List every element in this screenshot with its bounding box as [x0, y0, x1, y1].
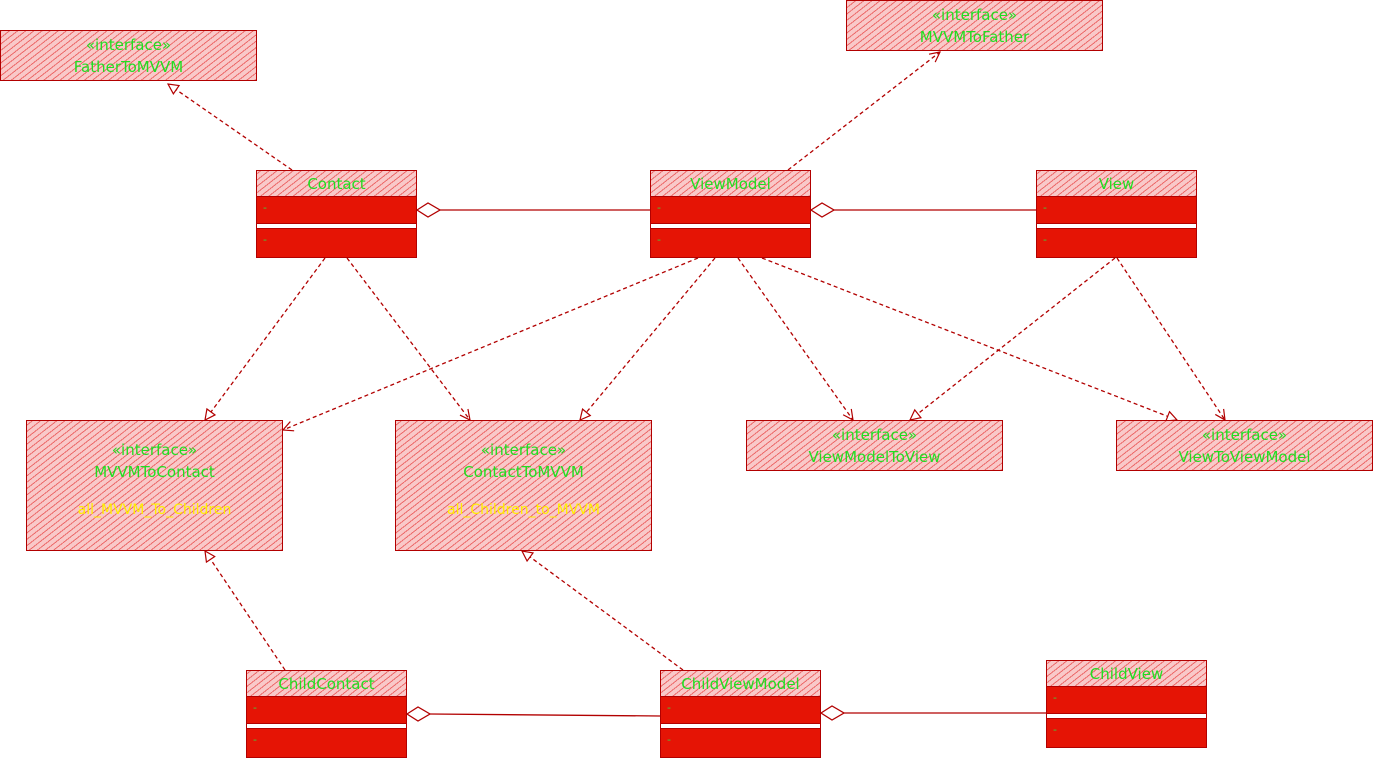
interface-mvvm-to-father[interactable]: «interface» MVVMToFather	[846, 0, 1103, 51]
interface-name: ContactToMVVM	[463, 463, 584, 481]
stereotype-label: «interface»	[85, 36, 172, 54]
class-name: Contact	[257, 171, 416, 197]
class-viewmodel[interactable]: ViewModel - -	[650, 170, 811, 258]
edge-viewmodel-realizes-view-to-viewmodel	[761, 257, 1177, 420]
interface-viewmodel-to-view[interactable]: «interface» ViewModelToView	[746, 420, 1003, 471]
edge-child-contact-realizes-mvvm-to-contact	[205, 551, 286, 671]
stereotype-label: «interface»	[1201, 426, 1288, 444]
class-attribute: -	[253, 701, 257, 714]
class-operation: -	[657, 233, 661, 246]
class-attribute: -	[657, 201, 661, 214]
edge-viewmodel-realizes-contact-to-mvvm	[580, 257, 716, 420]
class-contact[interactable]: Contact - -	[256, 170, 417, 258]
class-name: ViewModel	[651, 171, 810, 197]
class-operation: -	[1053, 723, 1057, 736]
stereotype-label: «interface»	[480, 441, 567, 459]
class-divider	[651, 223, 810, 229]
edge-contact-realizes-mvvm-to-contact	[205, 257, 326, 420]
class-attribute: -	[1043, 201, 1047, 214]
class-name: View	[1037, 171, 1196, 197]
edge-view-realizes-viewmodel-to-view	[910, 257, 1116, 420]
class-name: ChildContact	[247, 671, 406, 697]
interface-note: all_Children_to_MVVM	[447, 502, 600, 518]
interface-name: ViewModelToView	[808, 448, 941, 466]
class-divider	[247, 723, 406, 729]
class-child-contact[interactable]: ChildContact - -	[246, 670, 407, 758]
aggregation-diamond-viewmodel	[809, 202, 836, 218]
class-name: ChildView	[1047, 661, 1206, 687]
interface-note: all_MVVM_To_Children	[77, 502, 232, 518]
class-divider	[1047, 713, 1206, 719]
stereotype-label: «interface»	[111, 441, 198, 459]
edge-child-viewmodel-realizes-contact-to-mvvm	[522, 551, 684, 671]
class-operation: -	[1043, 233, 1047, 246]
class-attribute: -	[263, 201, 267, 214]
class-operation: -	[667, 733, 671, 746]
class-child-view[interactable]: ChildView - -	[1046, 660, 1207, 748]
interface-contact-to-mvvm[interactable]: «interface» ContactToMVVM all_Children_t…	[395, 420, 652, 551]
aggregation-diamond-child-viewmodel	[819, 705, 846, 721]
edge-viewmodel-uses-mvvm-to-father	[787, 52, 940, 171]
stereotype-label: «interface»	[831, 426, 918, 444]
edge-child-contact-aggregates-child-viewmodel	[429, 713, 661, 717]
class-divider	[661, 723, 820, 729]
stereotype-label: «interface»	[931, 6, 1018, 24]
interface-name: MVVMToContact	[94, 463, 215, 481]
interface-name: MVVMToFather	[919, 28, 1030, 46]
class-child-viewmodel[interactable]: ChildViewModel - -	[660, 670, 821, 758]
interface-mvvm-to-contact[interactable]: «interface» MVVMToContact all_MVVM_To_Ch…	[26, 420, 283, 551]
class-operation: -	[263, 233, 267, 246]
class-attribute: -	[1053, 691, 1057, 704]
edge-viewmodel-uses-viewmodel-to-view	[737, 257, 853, 420]
edge-contact-realizes-father-to-mvvm	[168, 84, 293, 171]
class-operation: -	[253, 733, 257, 746]
edge-view-uses-view-to-viewmodel	[1116, 257, 1225, 420]
interface-view-to-viewmodel[interactable]: «interface» ViewToViewModel	[1116, 420, 1373, 471]
edge-viewmodel-uses-mvvm-to-contact	[283, 257, 699, 430]
interface-name: ViewToViewModel	[1178, 448, 1311, 466]
edge-contact-uses-contact-to-mvvm	[346, 257, 470, 420]
interface-name: FatherToMVVM	[73, 58, 184, 76]
class-view[interactable]: View - -	[1036, 170, 1197, 258]
interface-father-to-mvvm[interactable]: «interface» FatherToMVVM	[0, 30, 257, 81]
aggregation-diamond-contact	[415, 202, 442, 218]
class-attribute: -	[667, 701, 671, 714]
class-name: ChildViewModel	[661, 671, 820, 697]
class-divider	[257, 223, 416, 229]
aggregation-diamond-child-contact	[405, 706, 432, 722]
class-divider	[1037, 223, 1196, 229]
